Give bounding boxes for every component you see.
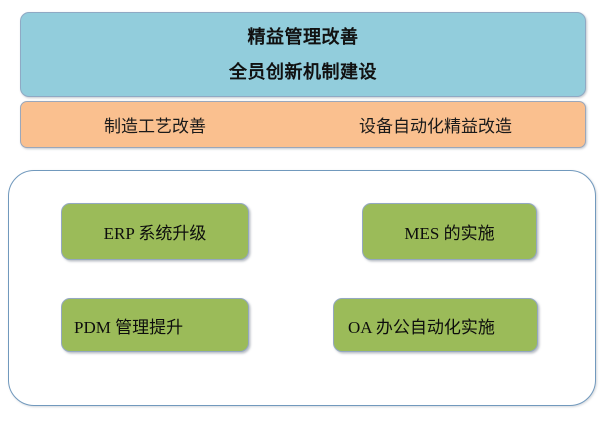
process-band-item-manufacturing: 制造工艺改善 [104,117,206,136]
top-strategy-band[interactable]: 精益管理改善 全员创新机制建设 [20,12,586,97]
strategy-band-line-2: 全员创新机制建设 [229,61,377,82]
process-band-item-automation: 设备自动化精益改造 [359,117,512,136]
process-band[interactable]: 制造工艺改善 设备自动化精益改造 [20,101,586,148]
system-box-erp[interactable]: ERP 系统升级 [61,203,249,260]
system-box-oa[interactable]: OA 办公自动化实施 [333,298,538,352]
strategy-band-line-1: 精益管理改善 [247,26,359,47]
system-box-pdm[interactable]: PDM 管理提升 [61,298,249,352]
system-box-mes[interactable]: MES 的实施 [362,203,537,260]
